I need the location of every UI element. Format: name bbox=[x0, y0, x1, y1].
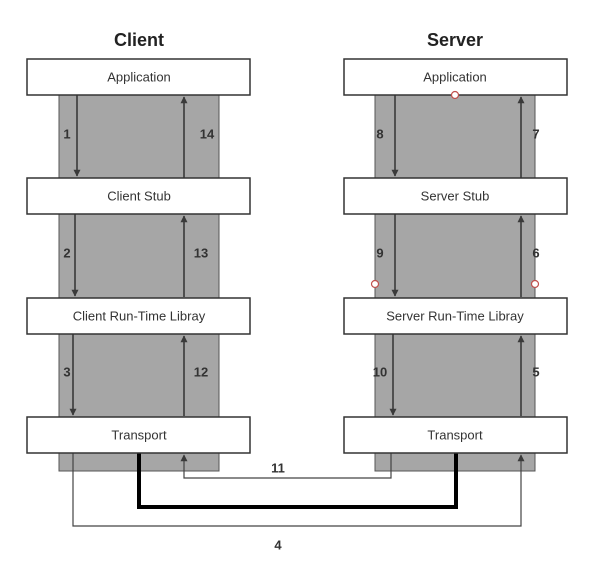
step-label-1: 1 bbox=[63, 126, 70, 141]
client-application-label: Application bbox=[107, 69, 171, 84]
server-stub-box bbox=[343, 177, 568, 215]
step-label-9: 9 bbox=[376, 245, 383, 260]
client-transport-box bbox=[26, 416, 251, 454]
step-label-12: 12 bbox=[194, 364, 208, 379]
client-transport-label: Transport bbox=[111, 427, 167, 442]
step-label-3: 3 bbox=[63, 364, 70, 379]
step-label-6: 6 bbox=[532, 245, 539, 260]
network-link bbox=[137, 453, 458, 509]
client-application-box bbox=[26, 58, 251, 96]
step-label-14: 14 bbox=[200, 126, 215, 141]
server-stub-label: Server Stub bbox=[421, 188, 490, 203]
server-transport-box bbox=[343, 416, 568, 454]
server-application-label: Application bbox=[423, 69, 487, 84]
server-transport-label: Transport bbox=[427, 427, 483, 442]
server-column-background bbox=[374, 94, 536, 472]
client-stub-label: Client Stub bbox=[107, 188, 171, 203]
step-label-8: 8 bbox=[376, 126, 383, 141]
client-title: Client bbox=[114, 30, 164, 50]
step-label-13: 13 bbox=[194, 245, 208, 260]
connector-dot-left bbox=[370, 279, 380, 289]
step-label-10: 10 bbox=[373, 364, 387, 379]
step-label-5: 5 bbox=[532, 364, 539, 379]
link-11-path bbox=[180, 453, 392, 479]
server-runtime-label: Server Run-Time Libray bbox=[386, 308, 524, 323]
server-runtime-box bbox=[343, 297, 568, 335]
client-column-background bbox=[58, 94, 220, 472]
client-runtime-box bbox=[26, 297, 251, 335]
connector-dot-right bbox=[530, 279, 540, 289]
link-4-path bbox=[72, 453, 525, 527]
step-label-2: 2 bbox=[63, 245, 70, 260]
step-label-7: 7 bbox=[532, 126, 539, 141]
client-stub-box bbox=[26, 177, 251, 215]
client-runtime-label: Client Run-Time Libray bbox=[73, 308, 206, 323]
server-title: Server bbox=[427, 30, 483, 50]
link-label-11: 11 bbox=[271, 460, 285, 475]
connector-dot-top bbox=[450, 90, 460, 100]
link-label-4: 4 bbox=[274, 537, 282, 552]
